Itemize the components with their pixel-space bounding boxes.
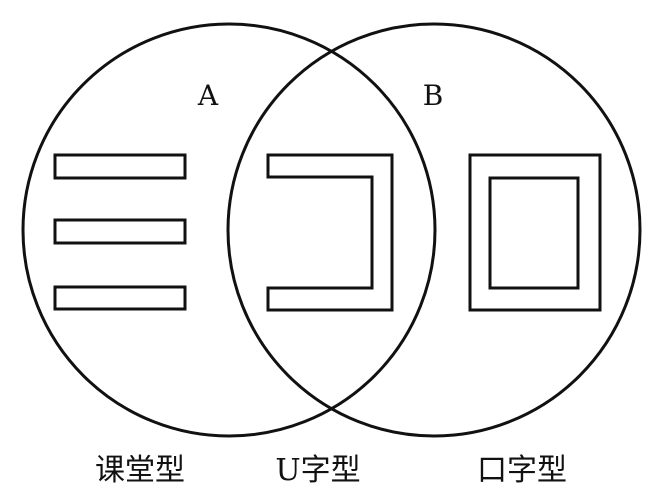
set-a-label: A xyxy=(197,79,219,112)
set-b-label: B xyxy=(423,79,444,112)
set-a-circle xyxy=(21,22,437,438)
square-outer xyxy=(468,153,602,312)
classroom-label: 课堂型 xyxy=(95,453,185,488)
classroom-row-1 xyxy=(53,153,187,180)
u-shape-label: U字型 xyxy=(275,453,360,488)
classroom-row-2 xyxy=(53,218,187,245)
classroom-row-3 xyxy=(53,285,187,311)
u-shape-layout-icon xyxy=(266,153,394,312)
classroom-layout-icon xyxy=(53,153,187,311)
set-b-circle xyxy=(226,22,642,438)
square-inner xyxy=(488,176,580,290)
square-label: 口字型 xyxy=(477,453,567,488)
square-layout-icon xyxy=(468,153,602,312)
